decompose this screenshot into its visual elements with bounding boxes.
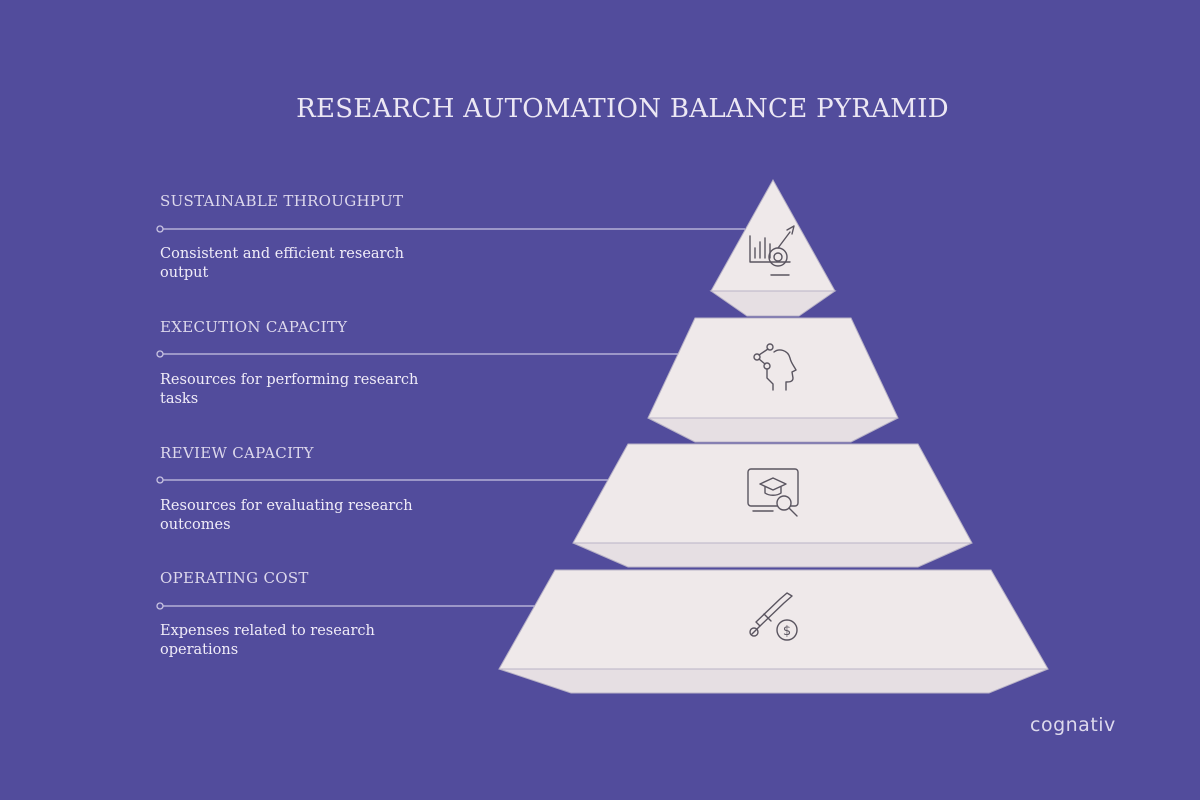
cost-tool-icon: $	[749, 592, 798, 641]
level-4-description: Expenses related to research operations	[160, 623, 375, 658]
svg-text:$: $	[783, 624, 791, 639]
level-3-description: Resources for evaluating research outcom…	[160, 498, 413, 533]
connector-dot-1	[156, 225, 164, 233]
diagram-title: RESEARCH AUTOMATION BALANCE PYRAMID	[296, 94, 949, 124]
head-network-icon	[753, 343, 797, 391]
level-3-label: REVIEW CAPACITY	[160, 444, 314, 462]
level-2-label: EXECUTION CAPACITY	[160, 318, 348, 336]
pyramid-tier-3	[572, 443, 973, 568]
graduation-review-icon	[747, 468, 799, 517]
level-4-label: OPERATING COST	[160, 569, 309, 587]
connector-dot-3	[156, 476, 164, 484]
connector-lines	[156, 225, 745, 610]
level-2-description: Resources for performing research tasks	[160, 372, 419, 407]
pyramid-tier-1	[709, 178, 837, 317]
level-1-description: Consistent and efficient research output	[160, 246, 404, 281]
brand-logo: cognativ	[1030, 714, 1116, 736]
analytics-chart-icon	[749, 225, 795, 276]
connector-dot-2	[156, 350, 164, 358]
level-1-label: SUSTAINABLE THROUGHPUT	[160, 192, 404, 210]
connector-dot-4	[156, 602, 164, 610]
pyramid-tier-4	[498, 569, 1049, 694]
pyramid-tier-2	[647, 317, 899, 443]
